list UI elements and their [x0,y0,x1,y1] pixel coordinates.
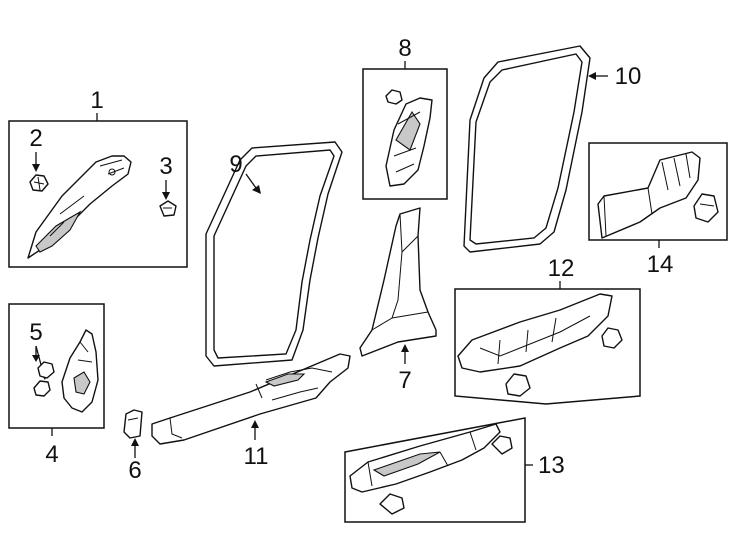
part-2-clip-detail [33,176,45,191]
a-pillar-clip-hole [108,168,116,176]
group-box-12-frame [454,288,641,405]
pillar-lower-trim-shading [73,371,91,395]
callout-10: 10 [615,63,642,90]
group-box-13-frame [344,417,526,523]
rear-pillar-clip [693,193,719,223]
rear-pillar-trim-details [603,153,691,237]
callout-11: 11 [244,443,269,470]
callout-4: 4 [45,441,58,468]
callout-9: 9 [229,151,242,178]
group-box-4 [8,303,105,436]
group-box-14 [588,142,728,248]
front-scuff-plate-shading [264,373,306,387]
group-box-1 [8,113,188,268]
rear-scuff-plate-details [367,431,477,487]
part-6-group [123,409,143,458]
callout-6: 6 [128,457,141,484]
front-scuff-plate-part [151,353,351,445]
rear-scuff-plate-shading [372,451,441,477]
arrow-5a [32,355,40,362]
pillar-lower-trim-details [77,341,93,363]
rear-pillar-clip-detail [699,203,715,207]
a-pillar-trim-shading [35,210,82,253]
part-12-clip-a [505,373,531,397]
part-6-bracket [123,409,143,439]
b-pillar-upper-trim-shading [395,110,421,151]
rear-scuff-bracket-details [479,315,591,365]
callout-12: 12 [548,255,575,282]
rear-door-weatherstrip-inner [469,53,583,245]
fastener-5b [33,380,51,397]
part-13-clip-a [379,493,405,515]
fastener-5a [37,361,55,379]
callout-7: 7 [398,367,411,394]
arrow-3 [162,192,170,200]
front-door-weatherstrip-outer [205,141,343,367]
arrow-9 [252,185,261,194]
part-11-group [151,353,351,445]
group-box-1-frame [8,120,188,268]
front-scuff-plate-details [169,367,333,439]
arrow-10 [588,72,596,80]
a-pillar-trim-details [49,159,125,237]
part-12-clip-b [601,327,623,349]
arrow-7 [401,344,409,352]
b-pillar-clip [385,89,403,105]
part-7-group [359,207,437,364]
b-pillar-lower-trim-details [371,213,429,331]
callout-8: 8 [398,35,411,62]
group-box-14-frame [588,142,728,241]
group-box-4-frame [8,303,105,429]
callout-2: 2 [29,125,42,152]
part-10-group [463,45,608,253]
part-9-group [205,141,343,367]
group-box-8 [362,61,448,200]
arrow-2 [32,164,40,172]
b-pillar-lower-trim-part [359,207,437,357]
front-door-weatherstrip-inner [213,149,335,359]
rear-scuff-bracket-part [457,293,613,373]
group-box-12 [454,281,641,405]
callout-3: 3 [159,153,172,180]
callout-1: 1 [90,87,103,114]
arrow-6 [131,438,139,446]
group-box-13 [344,417,533,523]
callout-labels: 1 2 3 4 5 6 7 8 9 10 11 12 13 14 [29,35,673,484]
pillar-lower-trim-part [61,329,99,413]
callout-13: 13 [538,452,565,479]
part-13-clip-b [491,435,513,455]
leader-9 [245,173,257,189]
b-pillar-upper-trim-details [393,111,421,173]
arrow-11 [251,420,259,428]
part-6-bracket-detail [127,417,139,421]
rear-door-weatherstrip-outer [463,45,591,253]
callout-5: 5 [29,319,42,346]
callout-14: 14 [647,251,674,278]
